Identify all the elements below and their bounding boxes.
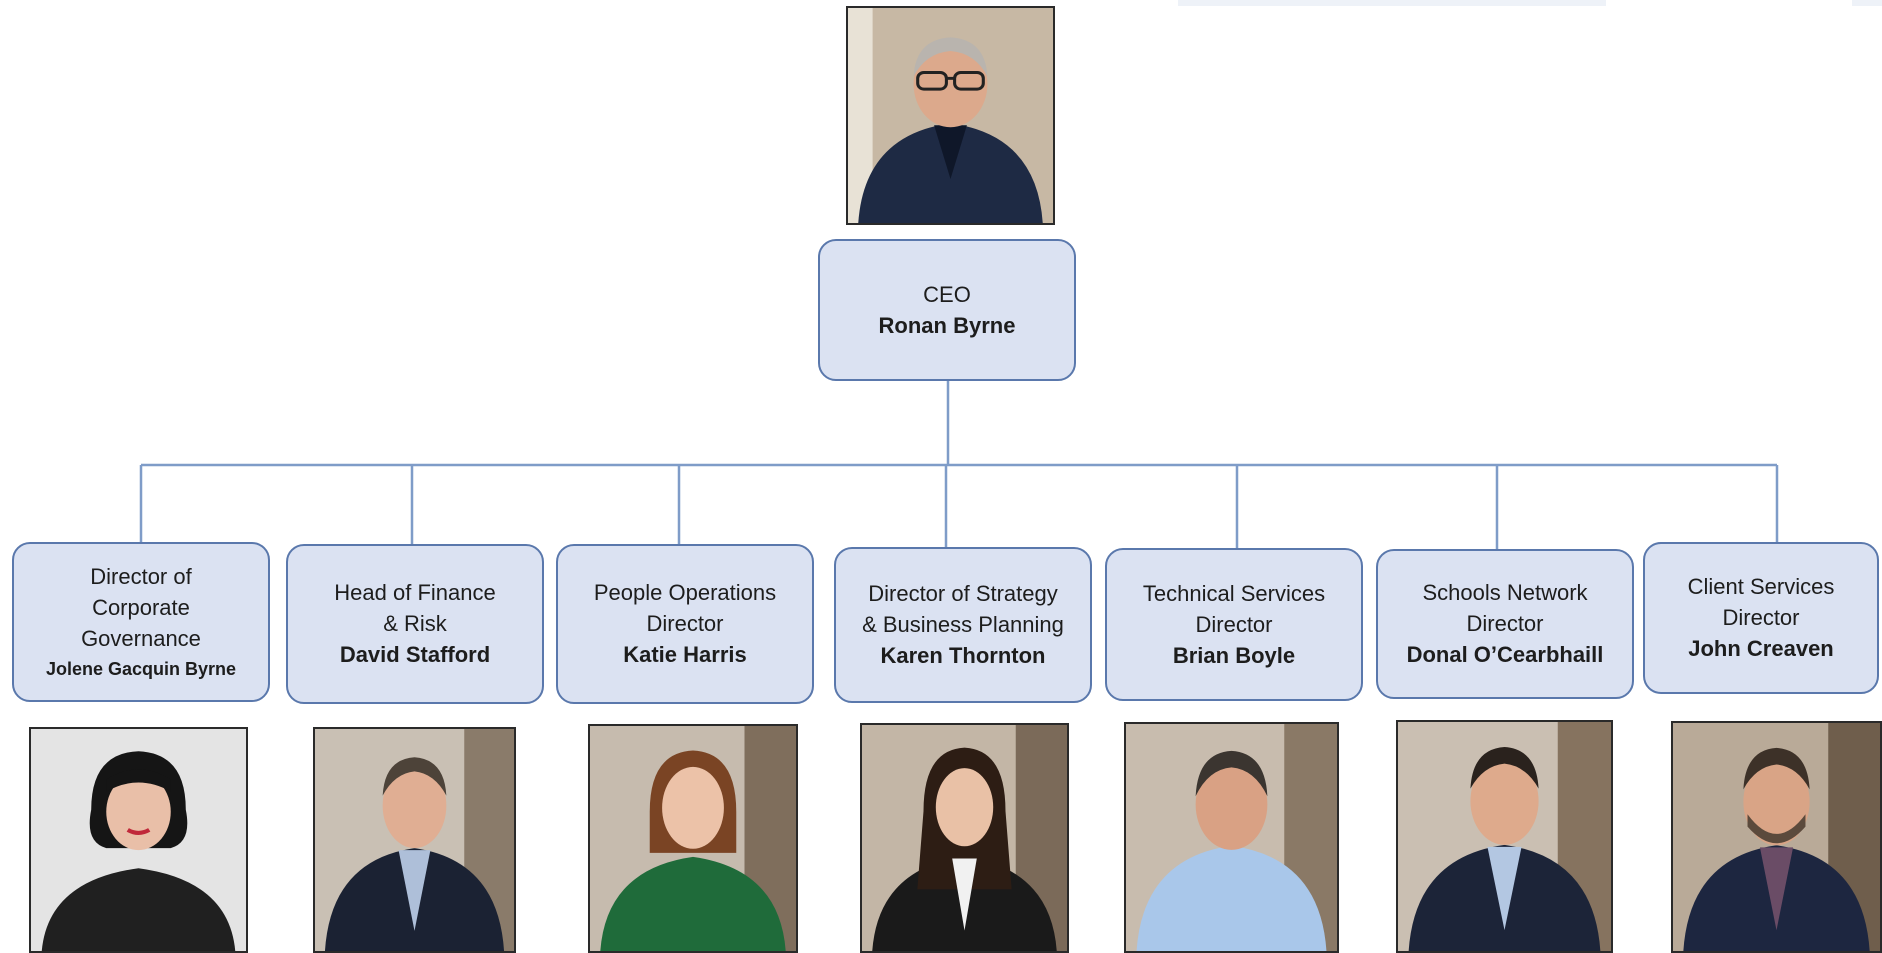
report-photo: [1671, 721, 1882, 953]
report-box-client-services: Client Services Director John Creaven: [1643, 542, 1879, 694]
portrait-man-navy-suit-icon: [1398, 722, 1611, 951]
report-photo: [313, 727, 516, 953]
report-photo: [1396, 720, 1613, 953]
report-photo: [860, 723, 1069, 953]
report-role-label: People Operations Director: [593, 580, 777, 636]
portrait-man-suit-icon: [315, 729, 514, 951]
report-role-label: Director of Corporate Governance: [81, 563, 201, 651]
report-box-corporate-governance: Director of Corporate Governance Jolene …: [12, 542, 270, 702]
report-name-label: John Creaven: [1688, 636, 1834, 661]
portrait-man-beard-icon: [1673, 723, 1880, 951]
report-role-label: Client Services Director: [1687, 574, 1835, 630]
report-photo: [588, 724, 798, 953]
report-name-label: Jolene Gacquin Byrne: [45, 658, 237, 679]
report-name-label: David Stafford: [339, 642, 491, 667]
ceo-photo: [846, 6, 1055, 225]
ceo-name-label: Ronan Byrne: [878, 312, 1016, 338]
portrait-man-glasses-icon: [848, 8, 1053, 223]
ceo-box: CEO Ronan Byrne: [818, 239, 1076, 381]
report-box-strategy-planning: Director of Strategy & Business Planning…: [834, 547, 1092, 703]
report-role-label: Technical Services Director: [1142, 580, 1326, 637]
top-edge-strip: [1178, 0, 1606, 6]
report-box-people-operations: People Operations Director Katie Harris: [556, 544, 814, 704]
portrait-woman-dark-jacket-icon: [862, 725, 1067, 951]
report-photo: [1124, 722, 1339, 953]
report-box-technical-services: Technical Services Director Brian Boyle: [1105, 548, 1363, 701]
report-name-label: Brian Boyle: [1172, 642, 1296, 668]
report-name-label: Donal O’Cearbhaill: [1406, 642, 1604, 667]
portrait-woman-green-top-icon: [590, 726, 796, 951]
report-role-label: Head of Finance & Risk: [334, 580, 496, 636]
top-edge-strip: [1852, 0, 1882, 6]
report-box-finance-risk: Head of Finance & Risk David Stafford: [286, 544, 544, 704]
report-photo: [29, 727, 248, 953]
report-box-schools-network: Schools Network Director Donal O’Cearbha…: [1376, 549, 1634, 699]
ceo-role-label: CEO: [923, 281, 971, 307]
portrait-man-blue-shirt-icon: [1126, 724, 1337, 951]
portrait-woman-dark-hair-icon: [31, 729, 246, 951]
report-role-label: Director of Strategy & Business Planning: [862, 581, 1064, 637]
report-role-label: Schools Network Director: [1422, 580, 1588, 636]
report-name-label: Katie Harris: [623, 642, 747, 667]
report-name-label: Karen Thornton: [880, 643, 1046, 668]
